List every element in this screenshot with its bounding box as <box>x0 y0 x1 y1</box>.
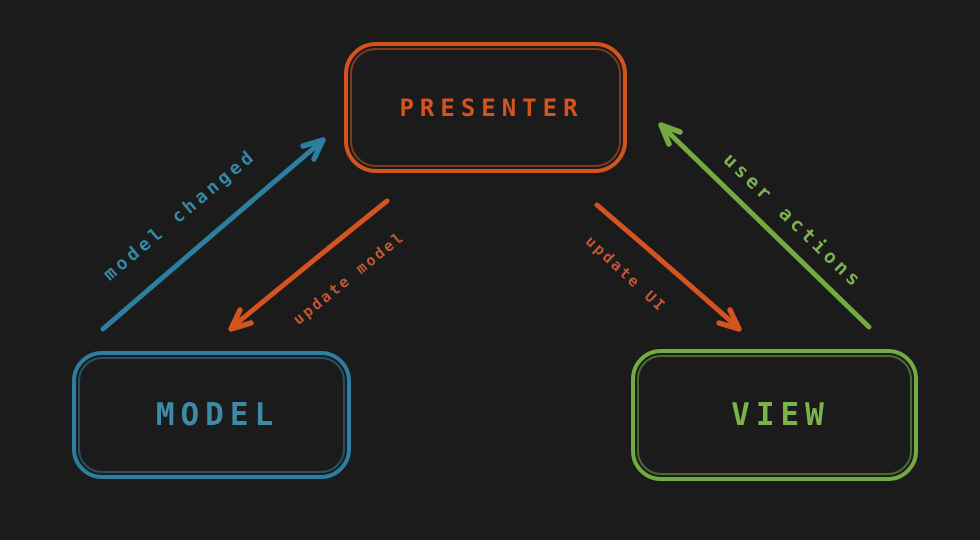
view-node-label: VIEW <box>731 397 830 433</box>
arrow-model-changed <box>100 137 326 332</box>
model-node-label: MODEL <box>155 397 280 433</box>
arrow-user-actions <box>658 122 872 330</box>
view-box-outline <box>631 349 918 481</box>
model-box-outline <box>72 351 351 479</box>
arrow-update-model <box>228 198 390 332</box>
presenter-box-outline <box>344 42 627 173</box>
arrow-update-ui <box>594 202 742 332</box>
presenter-node-label: PRESENTER <box>399 93 584 122</box>
